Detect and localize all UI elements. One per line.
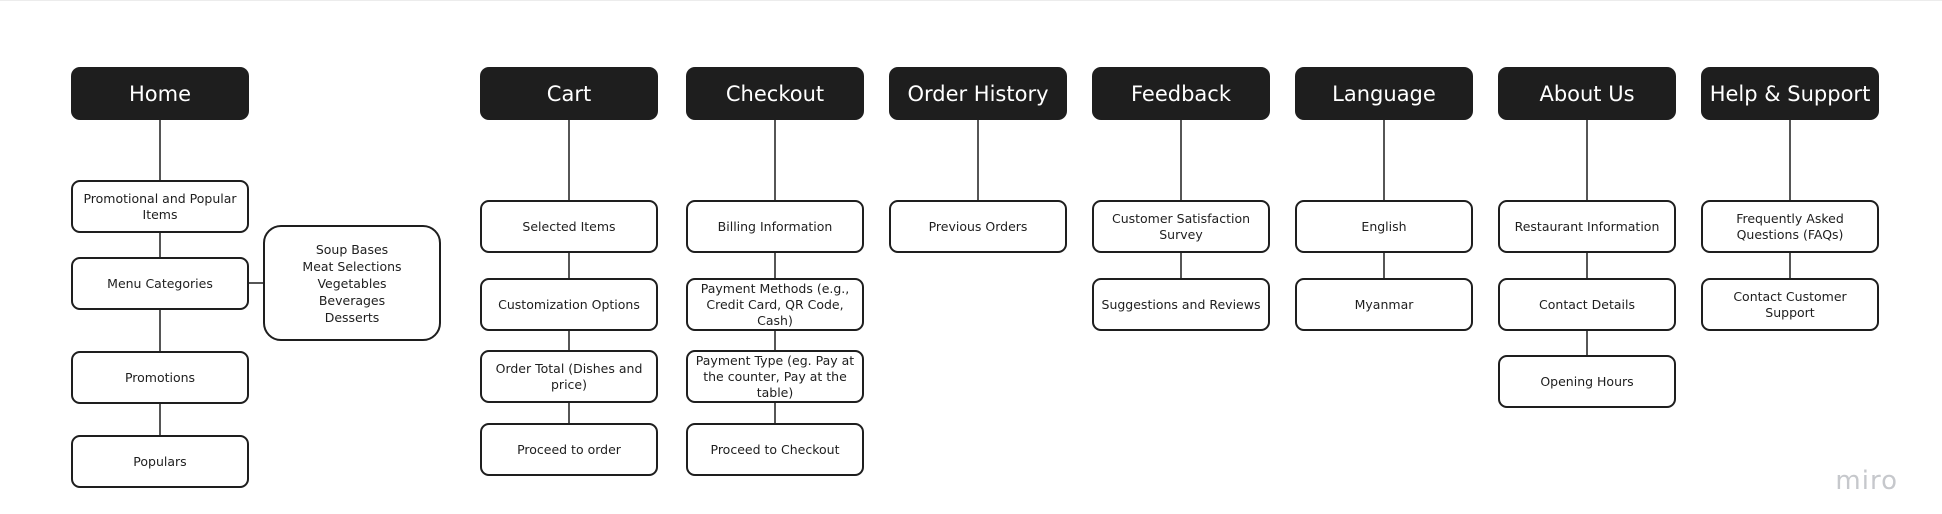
home-populars-node[interactable]: Populars bbox=[71, 435, 249, 488]
cart-customization-node[interactable]: Customization Options bbox=[480, 278, 658, 331]
about-opening-hours-node[interactable]: Opening Hours bbox=[1498, 355, 1676, 408]
feedback-suggestions-node[interactable]: Suggestions and Reviews bbox=[1092, 278, 1270, 331]
feedback-header[interactable]: Feedback bbox=[1092, 67, 1270, 120]
about-restaurant-info-node[interactable]: Restaurant Information bbox=[1498, 200, 1676, 253]
about-contact-details-node[interactable]: Contact Details bbox=[1498, 278, 1676, 331]
menu-category-item: Meat Selections bbox=[302, 258, 402, 274]
help-contact-support-node[interactable]: Contact Customer Support bbox=[1701, 278, 1879, 331]
menu-category-item: Vegetables bbox=[317, 275, 387, 291]
checkout-payment-type-node[interactable]: Payment Type (eg. Pay at the counter, Pa… bbox=[686, 350, 864, 403]
menu-categories-list[interactable]: Soup Bases Meat Selections Vegetables Be… bbox=[263, 225, 441, 341]
checkout-proceed-node[interactable]: Proceed to Checkout bbox=[686, 423, 864, 476]
order-history-previous-orders-node[interactable]: Previous Orders bbox=[889, 200, 1067, 253]
home-header[interactable]: Home bbox=[71, 67, 249, 120]
checkout-header[interactable]: Checkout bbox=[686, 67, 864, 120]
top-divider bbox=[0, 0, 1942, 1]
checkout-billing-node[interactable]: Billing Information bbox=[686, 200, 864, 253]
cart-order-total-node[interactable]: Order Total (Dishes and price) bbox=[480, 350, 658, 403]
cart-selected-items-node[interactable]: Selected Items bbox=[480, 200, 658, 253]
menu-category-item: Beverages bbox=[318, 292, 386, 308]
home-promotional-popular-node[interactable]: Promotional and Popular Items bbox=[71, 180, 249, 233]
cart-header[interactable]: Cart bbox=[480, 67, 658, 120]
help-faqs-node[interactable]: Frequently Asked Questions (FAQs) bbox=[1701, 200, 1879, 253]
about-us-header[interactable]: About Us bbox=[1498, 67, 1676, 120]
home-promotions-node[interactable]: Promotions bbox=[71, 351, 249, 404]
feedback-survey-node[interactable]: Customer Satisfaction Survey bbox=[1092, 200, 1270, 253]
language-english-node[interactable]: English bbox=[1295, 200, 1473, 253]
help-support-header[interactable]: Help & Support bbox=[1701, 67, 1879, 120]
checkout-payment-methods-node[interactable]: Payment Methods (e.g., Credit Card, QR C… bbox=[686, 278, 864, 331]
order-history-header[interactable]: Order History bbox=[889, 67, 1067, 120]
home-menu-categories-node[interactable]: Menu Categories bbox=[71, 257, 249, 310]
menu-category-item: Soup Bases bbox=[315, 241, 389, 257]
miro-watermark-logo: miro bbox=[1835, 466, 1898, 496]
cart-proceed-node[interactable]: Proceed to order bbox=[480, 423, 658, 476]
language-header[interactable]: Language bbox=[1295, 67, 1473, 120]
menu-category-item: Desserts bbox=[324, 309, 380, 325]
language-myanmar-node[interactable]: Myanmar bbox=[1295, 278, 1473, 331]
